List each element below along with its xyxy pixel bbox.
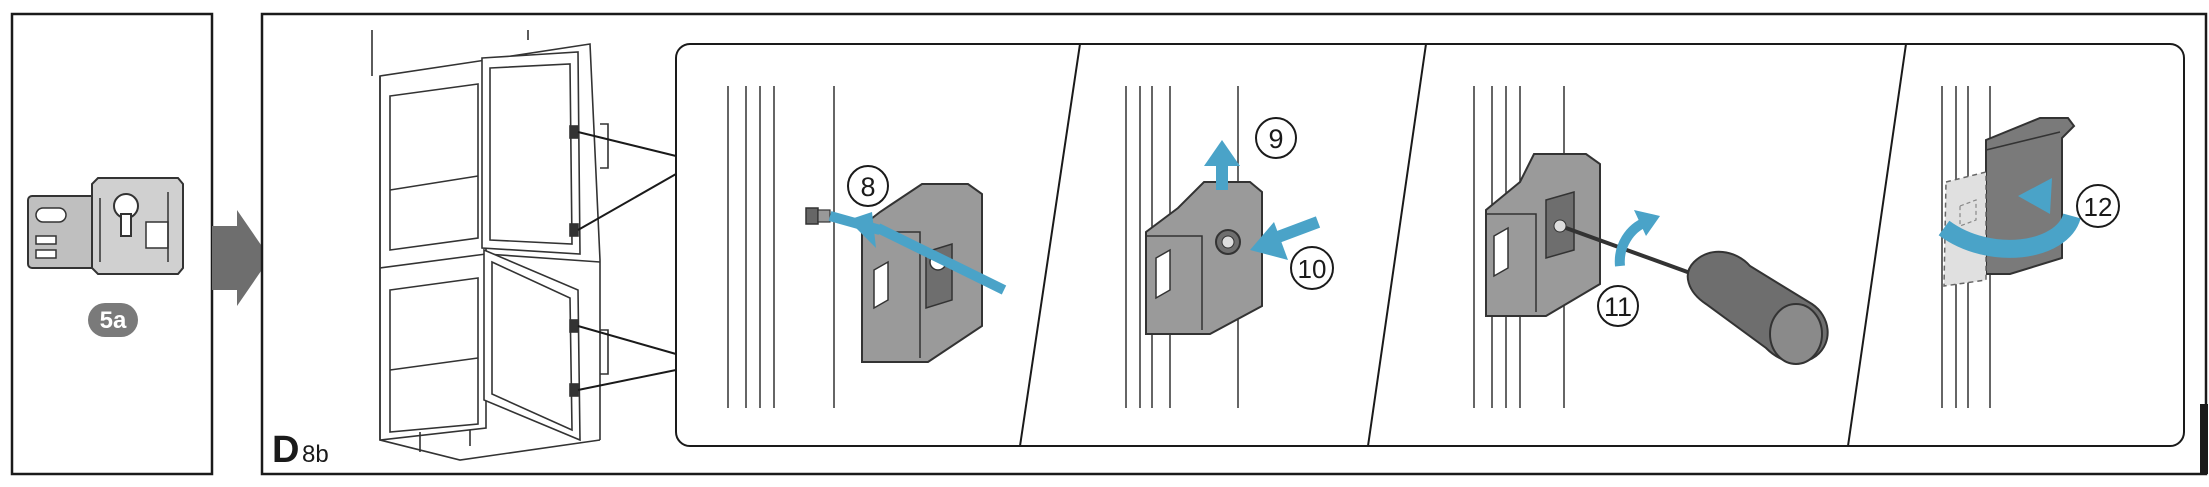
- edge-tab: [2200, 404, 2208, 474]
- callout-lines: [577, 131, 677, 391]
- step-number: 11: [1604, 292, 1632, 322]
- detail-step-8: 8: [727, 86, 1007, 408]
- step-badge: 5a: [88, 303, 138, 337]
- step-number: 8: [860, 172, 875, 202]
- screwdriver-icon: [1565, 226, 1829, 365]
- hinge-bracket-icon: [1145, 181, 1263, 335]
- detail-step-11: 11: [1473, 86, 1829, 408]
- section-letter: D: [272, 429, 299, 471]
- removal-arrow: [875, 223, 1007, 295]
- step-number: 10: [1298, 254, 1327, 284]
- step-badge-label: 5a: [100, 307, 127, 334]
- section-suffix: 8b: [302, 441, 329, 468]
- main-panel: D 8b: [260, 12, 2208, 476]
- step-number: 12: [2084, 192, 2113, 222]
- left-panel: 5a: [10, 12, 214, 476]
- detail-step-9-10: 9 10: [1125, 86, 1334, 408]
- rotate-arrow: [1938, 212, 2081, 258]
- detail-step-12: 12: [1938, 86, 2120, 408]
- hinge-bracket-icon: [27, 177, 184, 275]
- step-number: 9: [1268, 124, 1283, 154]
- hinge-bracket-icon: [1485, 153, 1601, 317]
- arrow-right-icon: [212, 210, 270, 306]
- screw-icon: [805, 207, 831, 225]
- fridge-icon: [371, 30, 609, 461]
